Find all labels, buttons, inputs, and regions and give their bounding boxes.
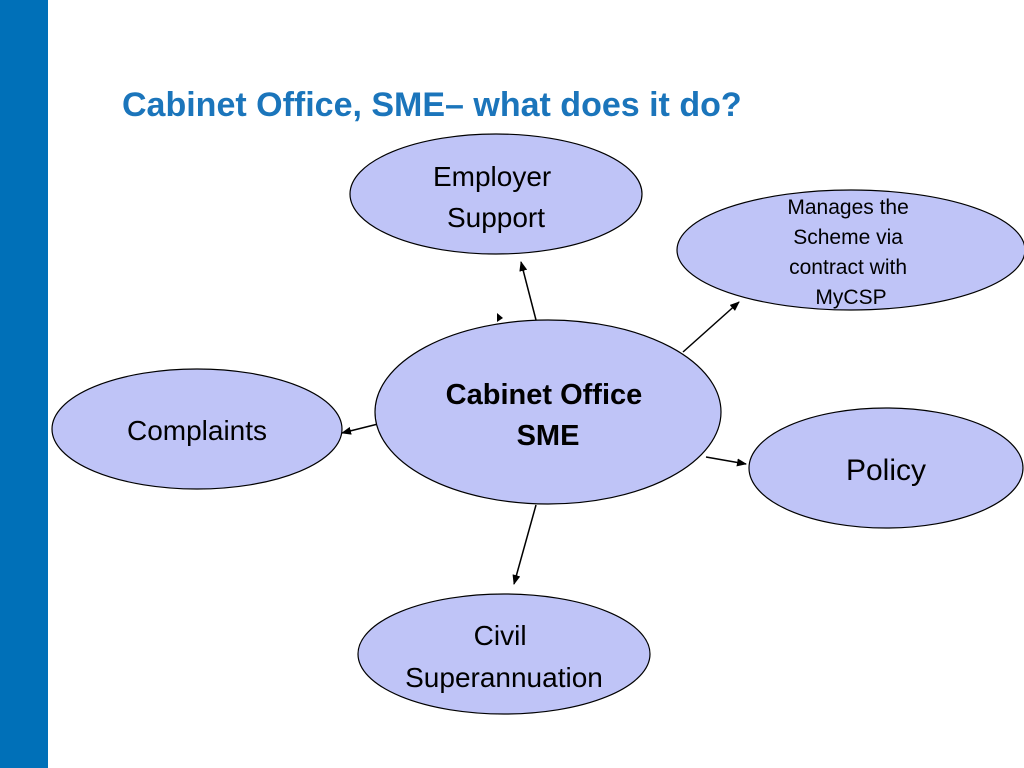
node-complaints-label: Complaints — [127, 415, 267, 446]
stray-arrow-tip — [497, 313, 503, 322]
arrow-to-complaints — [341, 423, 379, 435]
node-policy-label: Policy — [846, 454, 926, 487]
node-policy: Policy — [748, 407, 1024, 529]
arrow-to-manages-scheme — [682, 301, 740, 353]
node-manages-scheme-label: Manages the Scheme via contract with MyC… — [787, 196, 914, 309]
node-cabinet-office-sme: Cabinet Office SME — [374, 319, 722, 505]
slide-title: Cabinet Office, SME– what does it do? — [122, 86, 742, 124]
node-cabinet-office-sme-label: Cabinet Office SME — [446, 379, 651, 452]
node-employer-support: Employer Support — [349, 133, 643, 255]
arrow-to-policy — [705, 456, 747, 467]
arrow-to-civil-superannuation — [512, 504, 537, 585]
node-complaints: Complaints — [51, 368, 343, 490]
node-employer-support-label: Employer Support — [433, 161, 559, 233]
node-manages-scheme: Manages the Scheme via contract with MyC… — [676, 189, 1024, 311]
node-civil-superannuation-label: Civil Superannuation — [405, 620, 603, 693]
node-civil-superannuation: Civil Superannuation — [357, 593, 651, 715]
side-accent-bar — [0, 0, 48, 768]
arrow-to-employer-support — [519, 261, 537, 321]
